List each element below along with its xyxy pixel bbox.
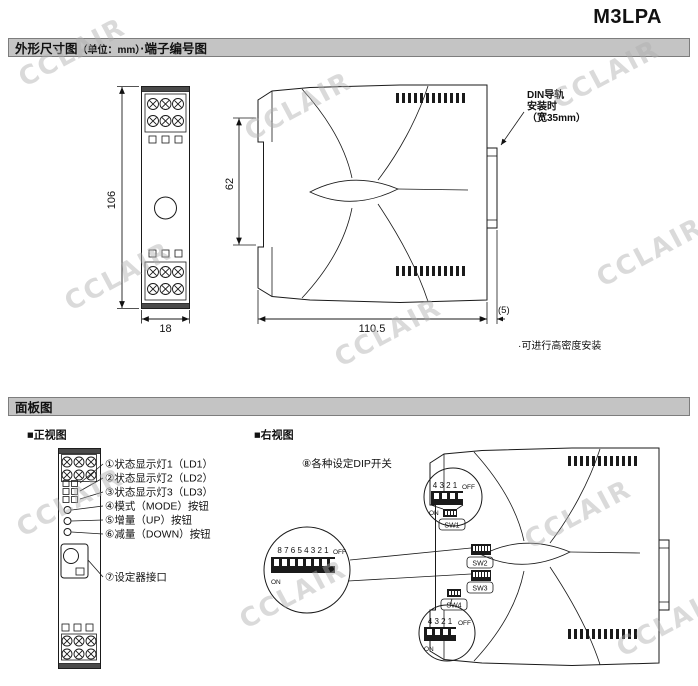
front-panel-view (58, 448, 101, 669)
status-leds (62, 480, 78, 503)
mode-up-down-buttons (63, 506, 72, 536)
sw3-label: SW3 (472, 586, 487, 593)
din-rail-label: DIN导轨 安装时 （宽35mm） (500, 88, 586, 146)
right-view-label: ■右视图 (254, 428, 294, 442)
front-height-value: 106 (106, 191, 118, 209)
callout-up-label: ⑤增量（UP）按钮 (105, 514, 192, 527)
section-dimensions-unit: （单位：mm） (77, 45, 141, 56)
vent-slots-bottom (568, 629, 637, 639)
section-header-dimensions: 外形尺寸图（单位：mm）·端子编号图 (8, 38, 690, 57)
callout-jack-label: ⑦设定器接口 (105, 571, 167, 584)
section-panel-title: 面板图 (15, 401, 53, 415)
sw4-on: ON (424, 646, 434, 653)
dip-switch-sw2: SW2 (466, 544, 494, 569)
sw1-scale: 4 3 2 1 (433, 481, 458, 490)
dip-detail-sw2-sw3: 8 7 6 5 4 3 2 1 OFF ON (263, 526, 472, 614)
dip-switch-sw3: SW3 (466, 570, 494, 594)
right-side-view (429, 447, 670, 667)
vent-slots-top (396, 93, 465, 103)
section-header-panel: 面板图 (8, 397, 690, 416)
callout-dip-label: ⑧各种设定DIP开关 (302, 457, 392, 470)
dimension-side-height: 62 (224, 117, 256, 246)
callout-leaders (71, 463, 104, 578)
page-title: M3LPA (593, 6, 662, 28)
vent-slots-bottom (396, 266, 465, 276)
sw1-label: SW1 (444, 523, 459, 530)
mounting-hole (154, 196, 177, 220)
panel-drawing: ■正视图 ■右视图 (27, 428, 670, 669)
clip-depth-value: (5) (498, 305, 510, 316)
dip-detail-sw1: 4 3 2 1 OFF ON SW1 (423, 467, 483, 531)
svg-text:DIN导轨: DIN导轨 (527, 88, 564, 101)
sw23-on: ON (271, 579, 281, 586)
svg-text:（宽35mm）: （宽35mm） (527, 111, 586, 124)
sw4-off: OFF (458, 620, 471, 627)
sw1-on: ON (429, 510, 439, 517)
dip-detail-sw4: 4 3 2 1 OFF ON (418, 598, 476, 662)
front-view-label: ■正视图 (27, 428, 67, 442)
dimension-side-length: 110.5 (5) (257, 230, 510, 335)
front-width-value: 18 (159, 323, 171, 335)
dimension-terminal-drawing: 106 18 (106, 84, 601, 352)
callout-mode-label: ④模式（MODE）按钮 (105, 500, 209, 513)
side-height-value: 62 (224, 178, 236, 190)
callout-led2-label: ②状态显示灯2（LD2） (105, 472, 213, 485)
sw2-label: SW2 (472, 561, 487, 568)
callout-down-label: ⑥减量（DOWN）按钮 (105, 528, 211, 541)
svg-text:安装时: 安装时 (527, 100, 557, 113)
section-dimensions-title: 外形尺寸图 (15, 42, 78, 56)
sw23-scale: 8 7 6 5 4 3 2 1 (277, 546, 329, 555)
side-view-drawing (257, 84, 498, 304)
configurator-jack (60, 543, 89, 579)
front-view-drawing (141, 86, 190, 309)
sw23-off: OFF (333, 549, 346, 556)
dimension-front-height: 106 (106, 86, 139, 309)
sw1-off: OFF (462, 484, 475, 491)
din-rail-clip (486, 147, 498, 229)
vent-slots-top (568, 456, 637, 466)
dip-switch-sw4: SW4 (440, 589, 468, 611)
din-rail-clip (658, 539, 670, 611)
dimension-front-width: 18 (141, 310, 190, 335)
high-density-note: ·可进行高密度安装 (518, 339, 601, 352)
callout-led1-label: ①状态显示灯1（LD1） (105, 458, 213, 471)
section-dimensions-suffix: ·端子编号图 (140, 42, 207, 56)
callout-led3-label: ③状态显示灯3（LD3） (105, 486, 213, 499)
side-length-value: 110.5 (359, 323, 386, 335)
sw4-scale: 4 3 2 1 (428, 617, 453, 626)
